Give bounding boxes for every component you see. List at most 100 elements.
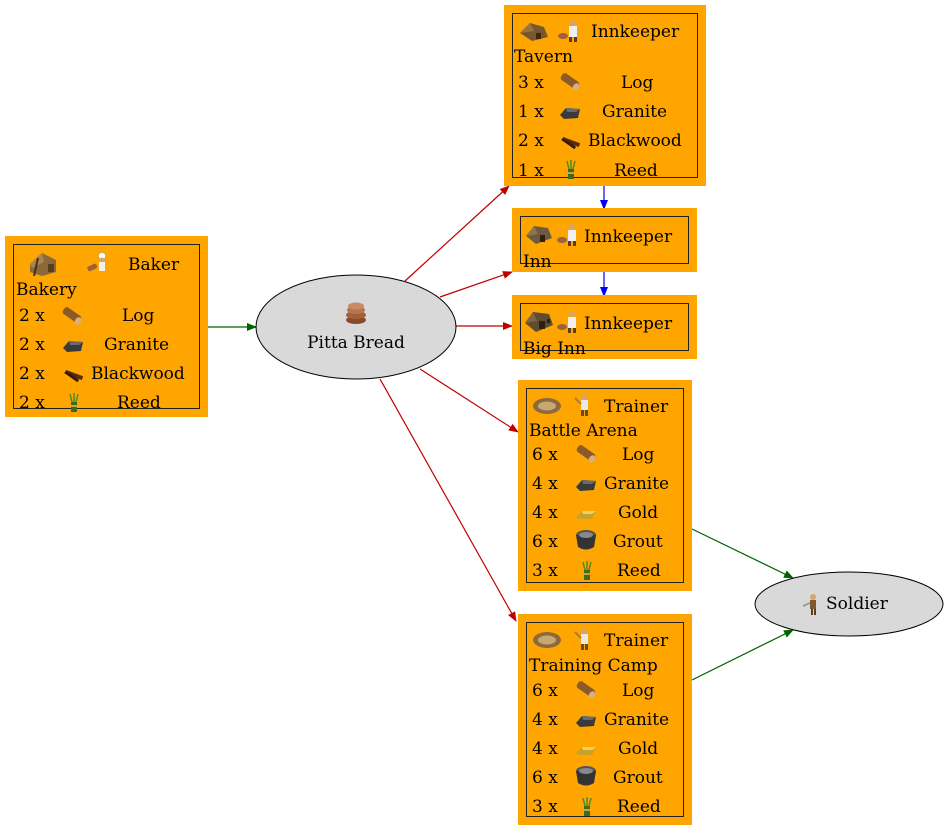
battle-arena-cost-qty: 4 x [532,474,558,494]
bakery-icon [30,253,56,277]
gold-icon [576,747,596,755]
bakery-cost-qty: 2 x [19,306,45,326]
log-icon [560,73,580,91]
log-icon [62,307,82,325]
training-camp-cost-name: Log [622,681,655,701]
edge-battle-arena-to-soldier [691,528,794,579]
tavern-cost-name: Reed [614,161,658,181]
reed-icon [582,561,592,580]
battle-arena-cost-qty: 4 x [532,503,558,523]
trainer-icon [574,394,588,416]
trainer-icon [574,628,588,650]
bakery-cost-qty: 2 x [19,364,45,384]
soldier-label: Soldier [826,594,888,614]
edge-pitta-bread-to-inn [439,271,513,298]
inn-icon [526,226,552,244]
tavern-table: Innkeeper Tavern 3 x Log 1 x Granite 2 x… [512,13,698,181]
edge-pitta-bread-to-tavern [404,185,510,282]
tavern-node: Innkeeper Tavern 3 x Log 1 x Granite 2 x… [504,5,706,186]
granite-icon [576,480,596,491]
gold-icon [576,511,596,519]
pitta-bread-node [255,274,457,380]
training-camp-cost-qty: 6 x [532,681,558,701]
bakery-worker-label: Baker [128,255,180,275]
training-camp-cost-qty: 4 x [532,710,558,730]
bakery-cost-name: Blackwood [91,364,185,384]
bakery-node: Baker Bakery 2 x Log 2 x Granite 2 x Bla… [5,236,208,417]
training-camp-cost-name: Granite [604,710,670,730]
tavern-cost-name: Log [621,73,654,93]
bakery-cost-name: Reed [117,393,161,413]
tavern-cost-qty: 3 x [518,73,544,93]
battle-arena-cost-name: Granite [604,474,670,494]
battle-arena-cost-name: Gold [618,503,659,523]
inn-table: Innkeeper Inn [520,216,689,272]
soldier-node [754,571,944,637]
bakery-cost-qty: 2 x [19,393,45,413]
edge-pitta-bread-to-battle-arena [419,368,519,433]
baker-icon [87,252,106,272]
training-camp-cost-name: Gold [618,739,659,759]
tavern-building-label: Tavern [514,47,573,67]
big-inn-node: Innkeeper Big Inn [512,295,697,359]
battle-arena-table: Trainer Battle Arena 6 x Log 4 x Granite… [526,388,684,583]
inn-node: Innkeeper Inn [512,208,697,272]
training-camp-cost-name: Reed [617,797,661,817]
battle-arena-building-label: Battle Arena [529,421,638,441]
granite-icon [576,716,596,727]
edge-pitta-bread-to-training-camp [379,378,517,622]
tavern-cost-qty: 1 x [518,102,544,122]
big-inn-table: Innkeeper Big Inn [520,303,689,359]
battle-arena-cost-qty: 6 x [532,532,558,552]
log-icon [576,681,596,699]
bakery-cost-name: Log [122,306,155,326]
training-camp-table: Trainer Training Camp 6 x Log 4 x Granit… [526,622,684,817]
big-inn-icon [525,312,553,332]
granite-icon [560,108,580,119]
bakery-building-label: Bakery [16,280,77,300]
tavern-cost-qty: 1 x [518,161,544,181]
battle-arena-cost-name: Log [622,445,655,465]
training-camp-cost-qty: 6 x [532,768,558,788]
training-camp-building-label: Training Camp [529,656,658,676]
bakery-cost-name: Granite [104,335,170,355]
grout-icon [576,530,596,550]
big-inn-building-label: Big Inn [523,339,586,359]
reed-icon [582,797,592,816]
battle-arena-icon [533,398,561,414]
tavern-worker-label: Innkeeper [591,22,680,42]
reed-icon [69,393,79,412]
soldier-icon [802,594,816,615]
inn-worker-label: Innkeeper [584,227,673,247]
training-camp-cost-qty: 4 x [532,739,558,759]
training-camp-cost-qty: 3 x [532,797,558,817]
blackwood-icon [64,370,84,382]
training-camp-worker-label: Trainer [604,631,669,651]
big-inn-worker-label: Innkeeper [584,314,673,334]
tavern-cost-qty: 2 x [518,131,544,151]
edge-training-camp-to-soldier [691,629,794,681]
innkeeper-icon [557,224,576,246]
pitta-bread-label: Pitta Bread [307,333,405,353]
battle-arena-cost-name: Grout [613,532,663,552]
training-camp-node: Trainer Training Camp 6 x Log 4 x Granit… [518,614,692,825]
training-camp-icon [533,632,561,648]
tavern-icon [520,23,548,41]
blackwood-icon [561,137,581,149]
battle-arena-cost-qty: 3 x [532,561,558,581]
innkeeper-icon [557,311,576,333]
bakery-cost-qty: 2 x [19,335,45,355]
reed-icon [566,160,576,179]
bakery-table: Baker Bakery 2 x Log 2 x Granite 2 x Bla… [13,244,200,413]
tavern-cost-name: Blackwood [588,131,682,151]
grout-icon [576,766,596,786]
pitta-bread-icon [346,302,366,324]
tavern-cost-name: Granite [602,102,668,122]
training-camp-cost-name: Grout [613,768,663,788]
inn-building-label: Inn [523,252,552,272]
battle-arena-node: Trainer Battle Arena 6 x Log 4 x Granite… [518,380,692,591]
battle-arena-cost-qty: 6 x [532,445,558,465]
granite-icon [63,341,83,352]
innkeeper-icon [558,20,577,42]
